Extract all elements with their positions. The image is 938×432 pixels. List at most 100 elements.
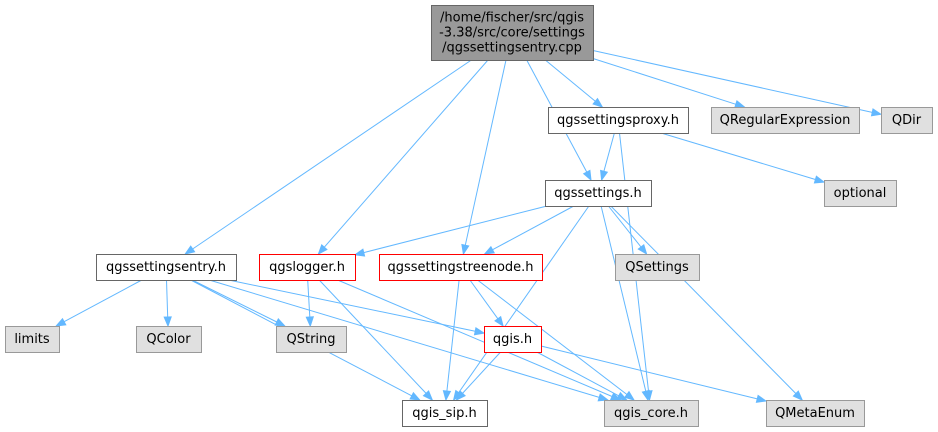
edge-arrowhead [637,243,648,256]
edge-arrowhead [870,108,883,117]
edge-arrowhead [353,248,366,257]
node-qgis-sip-h[interactable]: qgis_sip.h [402,400,488,427]
edge-arrowhead [597,393,610,402]
edge-qgssettingsentry_h-to-qstring [191,279,287,327]
edge-qgssettingstreenode_h-to-qgis_h [469,279,504,328]
node-box [545,180,652,207]
edge-qgssettingsentry_h-to-limits [54,279,143,327]
node-label: qgis_core.h [614,406,688,421]
edge-arrowhead [792,390,804,401]
node-label: qgis_sip.h [412,406,476,421]
edge-line [540,345,758,400]
edge-qgslogger_h-to-qgis_sip_h [318,279,434,402]
node-box [615,254,700,281]
edge-line [323,59,489,248]
node-qstring: QString [276,326,347,353]
node-label: QColor [146,332,191,347]
node-label: QRegularExpression [720,113,851,128]
node-box [548,107,689,134]
edge-qgssettingsentry_h-to-qcolor [163,279,172,328]
edge-arrowhead [623,390,636,401]
node-qregularexpression: QRegularExpression [711,107,860,134]
node-label: QSettings [625,260,689,275]
edge-arrowhead [184,245,196,255]
edge-arrowhead [409,391,421,401]
edge-line [469,279,499,319]
edge-line [492,205,575,251]
edge-line [63,279,143,323]
node-box [604,400,699,427]
edge-root-to-qgslogger_h [317,59,489,256]
node-box [96,254,237,281]
edge-qgssettingsproxy_h-to-optional [660,132,826,184]
edge-qgslogger_h-to-qgis_core_h [337,279,622,401]
node-label: qgssettingstreenode.h [387,260,533,275]
node-root[interactable]: /home/fischer/src/qgis-3.38/src/core/set… [431,5,594,61]
edge-arrowhead [734,100,746,109]
node-qgssettingsproxy-h[interactable]: qgssettingsproxy.h [548,107,689,134]
node-label: qgslogger.h [269,260,345,275]
edge-arrowhead [641,389,650,402]
edge-arrowhead [483,245,495,255]
edge-arrowhead [813,175,826,184]
edge-line [228,279,476,332]
nodes-layer: /home/fischer/src/qgis-3.38/src/core/set… [5,5,933,427]
edge-arrowhead [600,169,609,182]
edge-arrowhead [305,316,315,328]
node-label: QString [286,332,335,347]
edge-arrowhead [582,169,592,182]
node-qmetaenum: QMetaEnum [766,400,865,427]
node-label: qgssettings.h [554,186,642,201]
edge-qgssettingsentry_h-to-qgis_h [228,279,486,336]
node-qgssettingstreenode-h[interactable]: qgssettingstreenode.h [379,254,543,281]
node-optional: optional [824,180,897,207]
node-qgslogger-h[interactable]: qgslogger.h [259,254,356,281]
edge-qgssettings_h-to-qgis_core_h [600,205,650,402]
edge-qgssettingsentry_h-to-qgis_core_h [209,279,610,402]
node-box [484,326,542,353]
edge-qgis_h-to-qgis_sip_h [455,351,501,402]
node-qgssettingsentry-h[interactable]: qgssettingsentry.h [96,254,237,281]
node-qgssettings-h[interactable]: qgssettings.h [545,180,652,207]
node-box [711,107,860,134]
edge-line [600,205,647,392]
node-box [276,326,347,353]
edge-line [592,50,873,113]
edge-qgssettings_h-to-qgslogger_h [353,205,548,257]
edge-qgssettings_h-to-qsettings [608,205,648,256]
edge-arrowhead [274,318,287,327]
edge-qgssettingsproxy_h-to-qgssettings_h [600,132,615,182]
node-qgis-h[interactable]: qgis.h [484,326,542,353]
node-box [431,5,594,61]
edge-root-to-qgssettingstreenode_h [461,59,507,256]
edge-line [166,279,169,318]
edge-arrowhead [442,390,452,402]
node-label: optional [834,186,887,201]
edge-line [337,279,613,397]
edge-arrowhead [317,244,328,256]
edge-line [608,205,642,248]
edge-line [603,132,615,172]
edge-line [363,205,548,254]
node-qdir: QDir [881,107,933,134]
node-qcolor: QColor [136,326,202,353]
node-box [259,254,356,281]
node-label: /home/fischer/src/qgis [440,11,584,26]
edge-root-to-qgssettingsproxy_h [544,59,604,108]
node-box [379,254,543,281]
edge-line [462,351,501,394]
edge-arrowhead [616,391,628,401]
edge-qgssettingstreenode_h-to-qgis_sip_h [442,279,460,402]
node-label: QMetaEnum [775,406,855,421]
node-box [136,326,202,353]
edge-line [209,279,600,398]
node-box [766,400,865,427]
edge-qgis_h-to-qmetaenum [540,345,768,403]
edge-line [446,279,460,392]
edge-line [191,279,278,323]
node-box [402,400,488,427]
edge-line [536,351,619,397]
edge-line [660,132,816,180]
edge-qgssettingstreenode_h-to-qgis_core_h [477,279,636,401]
